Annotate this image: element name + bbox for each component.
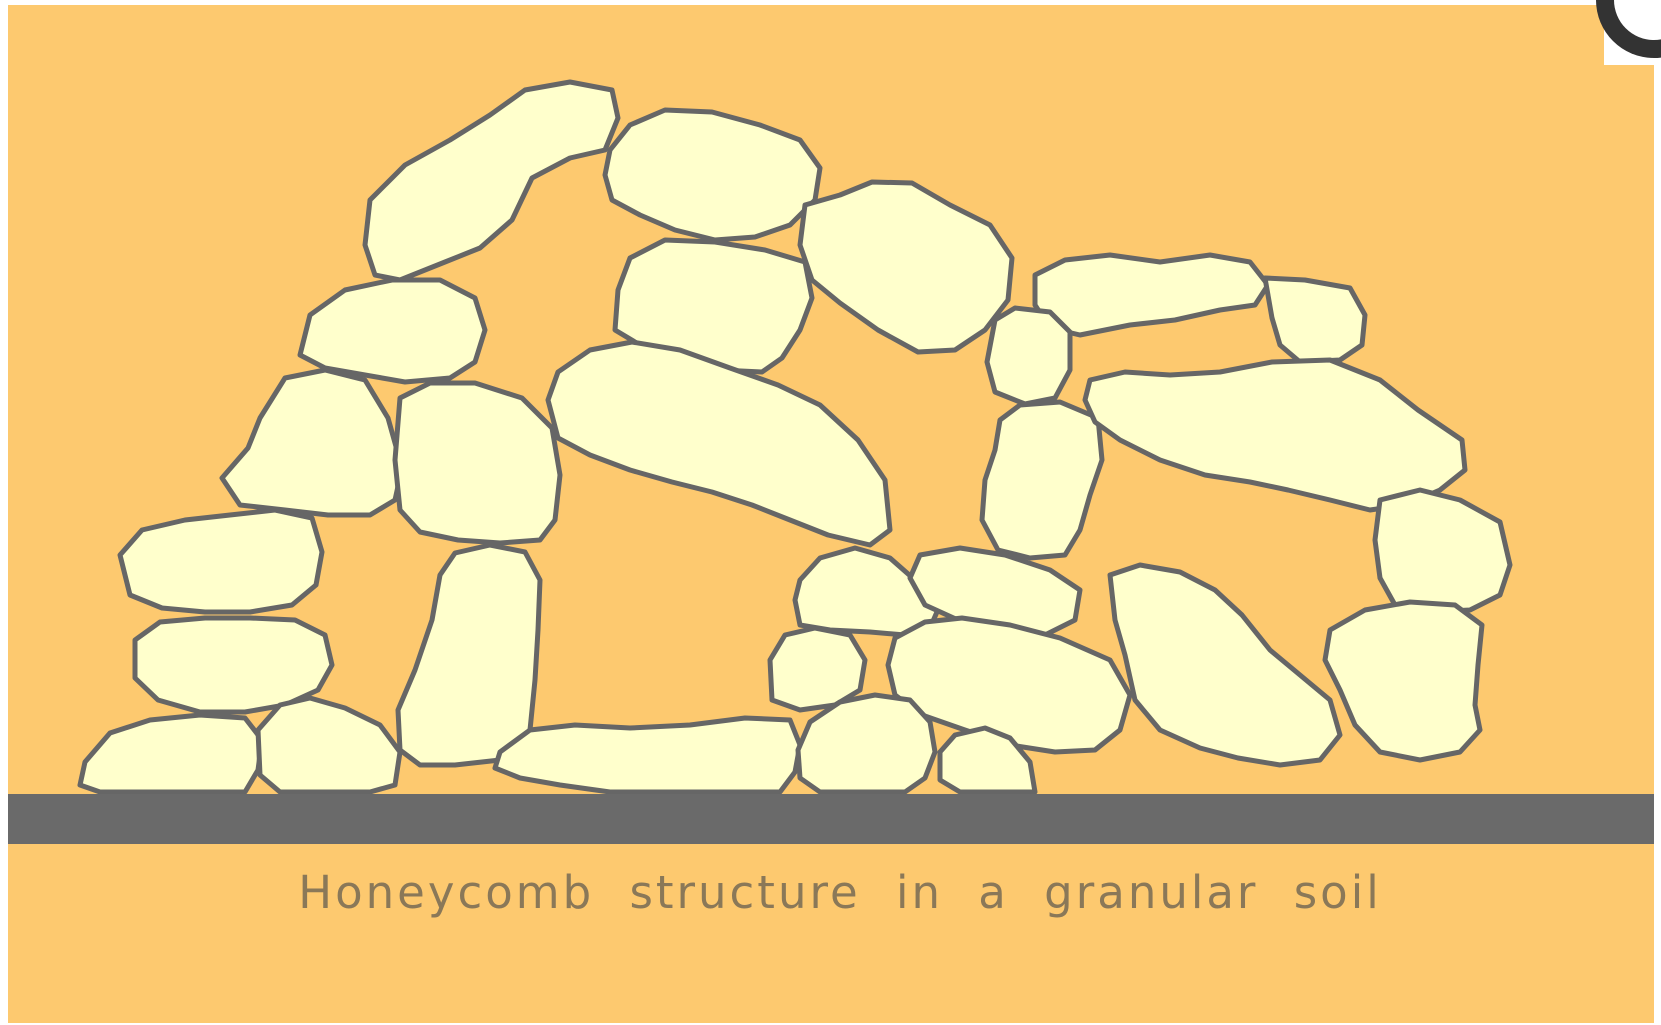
soil-grain — [495, 718, 800, 792]
base-surface — [8, 794, 1654, 844]
diagram-caption: Honeycomb structure in a granular soil — [200, 866, 1480, 919]
corner-seal — [1596, 0, 1661, 65]
soil-grain — [987, 308, 1070, 404]
